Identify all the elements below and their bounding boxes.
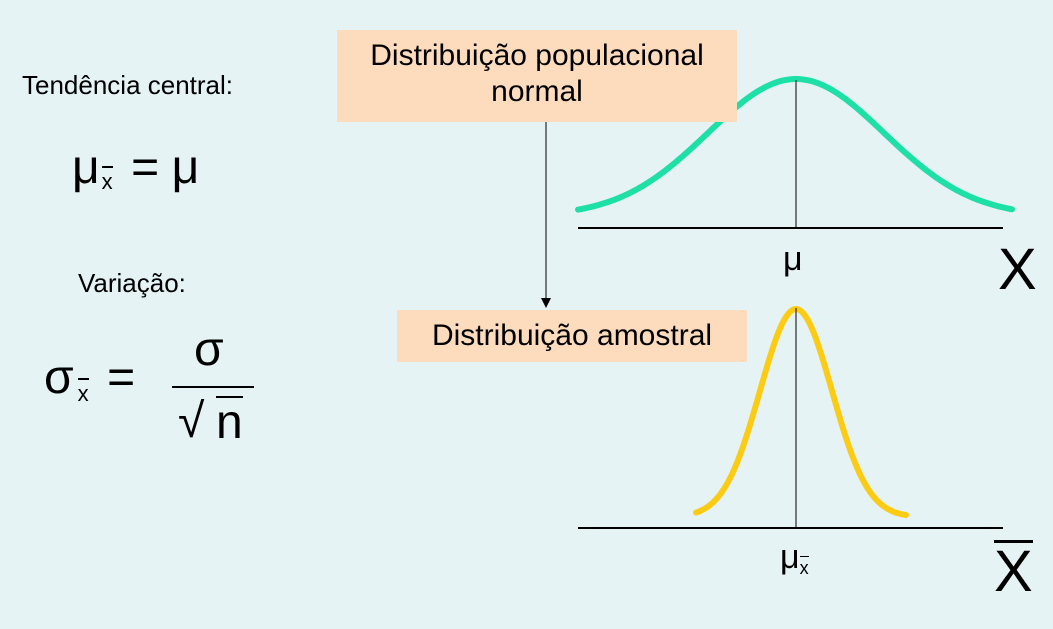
sample-mean-label: μx <box>780 538 809 578</box>
sample-distribution-box: Distribuição amostral <box>397 310 747 362</box>
fraction-bar <box>172 386 254 388</box>
sample-box-label: Distribuição amostral <box>431 319 713 352</box>
population-mean-label: μ <box>783 240 803 278</box>
sample-mean-subscript: x <box>799 556 809 578</box>
population-box-line2: normal <box>491 75 583 108</box>
population-curve <box>575 76 1015 213</box>
sample-axis-letter: X <box>994 539 1033 604</box>
population-axis-letter: X <box>998 237 1037 302</box>
mean-equals: = <box>131 141 160 194</box>
sd-radicand: n <box>216 396 243 449</box>
mean-rhs: μ <box>171 141 200 194</box>
mean-lhs-symbol: μ <box>72 141 100 194</box>
sd-lhs-symbol: σ <box>44 351 74 404</box>
connector-arrow-head <box>541 298 551 308</box>
sd-numerator: σ <box>194 323 224 376</box>
mean-formula: μx = μ <box>72 140 199 195</box>
central-tendency-label: Tendência central: <box>22 70 234 100</box>
sd-equals: = <box>107 351 136 404</box>
variation-label: Variação: <box>78 268 186 298</box>
sd-radical: √ <box>178 395 205 448</box>
population-box-line1: Distribuição populacional <box>370 39 704 72</box>
sd-lhs-subscript: x <box>77 378 89 406</box>
mean-lhs-subscript: x <box>101 166 113 194</box>
sample-mean-symbol: μ <box>780 538 800 576</box>
sample-curve <box>693 305 909 518</box>
population-distribution-box: Distribuição populacional normal <box>337 30 737 122</box>
